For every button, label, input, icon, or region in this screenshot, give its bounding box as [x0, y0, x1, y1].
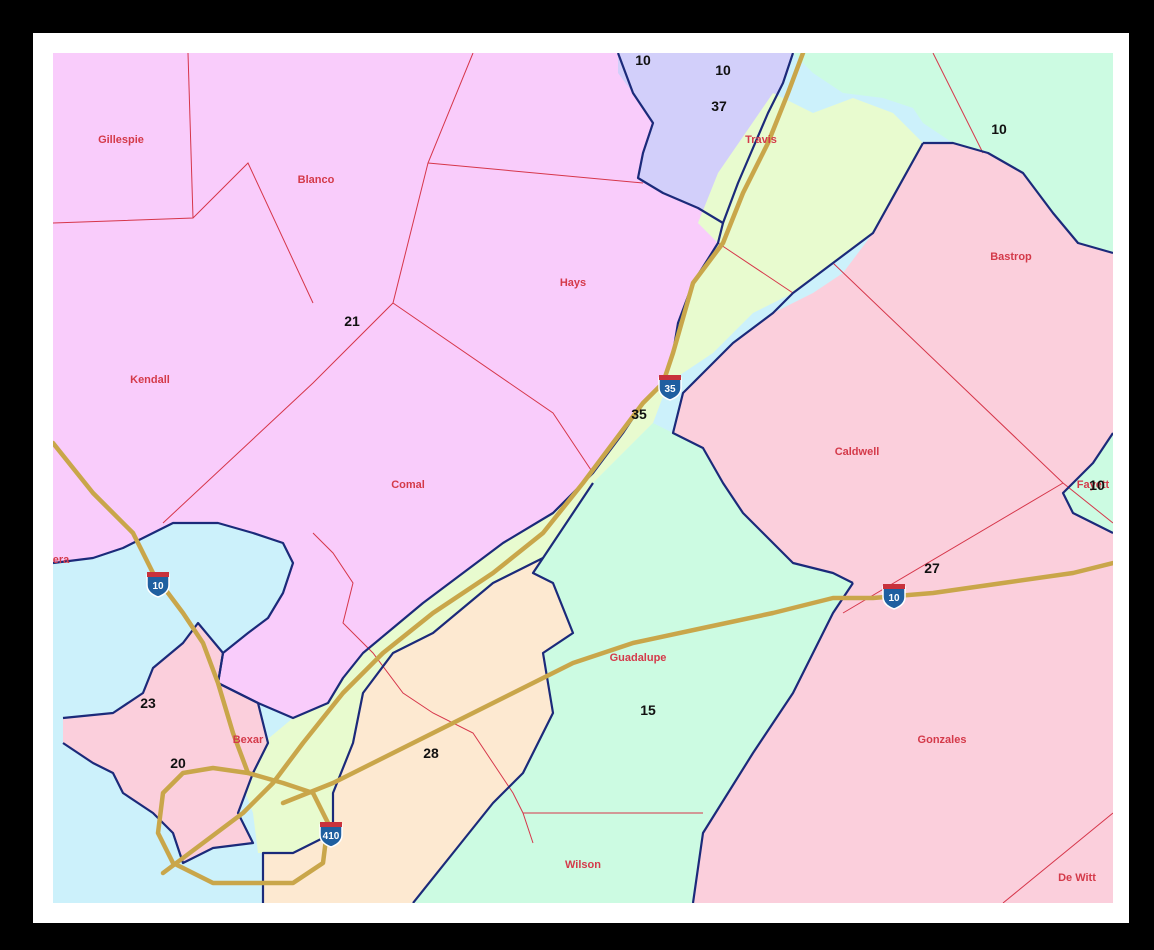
county-label-bastrop: Bastrop: [990, 251, 1032, 263]
county-label-fayette: Fayett: [1077, 479, 1110, 491]
county-label-dewitt: De Witt: [1058, 872, 1096, 884]
district-number: 35: [631, 406, 647, 422]
district-map: Gillespie Blanco Travis Hays Kendall Bas…: [53, 53, 1113, 903]
loop-410-route: [155, 765, 331, 886]
county-label-travis: Travis: [745, 134, 777, 146]
county-label-comal: Comal: [391, 479, 425, 491]
county-label-wilson: Wilson: [565, 859, 601, 871]
district-number: 27: [924, 560, 940, 576]
svg-text:10: 10: [152, 581, 164, 592]
interstate-shield-icon: 10: [882, 584, 906, 610]
county-label-gonzales: Gonzales: [918, 734, 967, 746]
interstate-shield-icon: 10: [146, 572, 170, 598]
district-21-area: [53, 53, 793, 718]
interstate-10-route-west: [53, 440, 251, 776]
district-number: 37: [711, 98, 727, 114]
district-number: 10: [635, 53, 651, 68]
district-number: 23: [140, 695, 156, 711]
district-number: 20: [170, 755, 186, 771]
district-35-area: [238, 93, 923, 853]
county-label-hays: Hays: [560, 277, 586, 289]
county-label-caldwell: Caldwell: [835, 446, 880, 458]
district-10-area-east: [793, 53, 1113, 253]
district-number: 10: [715, 62, 731, 78]
district-number: 10: [991, 121, 1007, 137]
district-37-area: [618, 53, 793, 223]
district-27-area: [673, 143, 1113, 903]
district-28-area: [263, 558, 573, 903]
interstate-shield-icon: 35: [658, 375, 682, 401]
county-label-bandera: era: [53, 554, 70, 566]
map-frame: Gillespie Blanco Travis Hays Kendall Bas…: [33, 33, 1129, 923]
district-15-area: [413, 423, 853, 903]
county-label-kendall: Kendall: [130, 374, 170, 386]
county-label-guadalupe: Guadalupe: [610, 652, 667, 664]
interstate-shield-icon: 410: [319, 822, 343, 848]
county-label-gillespie: Gillespie: [98, 134, 144, 146]
interstate-35-route: [160, 53, 806, 876]
svg-text:410: 410: [323, 831, 340, 842]
district-number: 21: [344, 313, 360, 329]
interstate-10-route-east: [280, 560, 1113, 806]
district-number: 10: [1089, 477, 1105, 493]
district-10-area-fayette: [1063, 433, 1113, 533]
district-number: 15: [640, 702, 656, 718]
svg-text:10: 10: [888, 593, 900, 604]
district-number: 28: [423, 745, 439, 761]
county-label-blanco: Blanco: [298, 174, 335, 186]
county-label-bexar: Bexar: [233, 734, 264, 746]
svg-text:35: 35: [664, 384, 676, 395]
